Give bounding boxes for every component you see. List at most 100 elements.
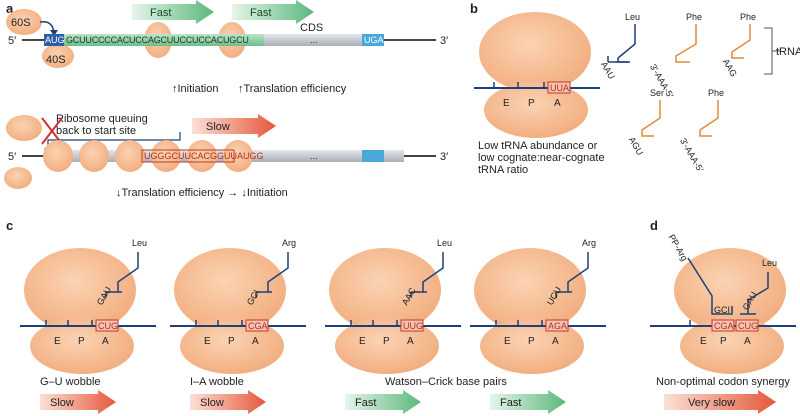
trna-b-ser-anticodon: AGU	[627, 135, 645, 157]
caption-b-1: Low tRNA abundance or	[478, 140, 598, 152]
codon-box-b	[547, 81, 571, 94]
site-c-a: A	[552, 336, 559, 347]
site-a-b: A	[554, 98, 561, 109]
codon-d-a: CUG	[738, 321, 758, 331]
ribosome-60s	[6, 9, 42, 35]
trna-b-phe-3: Phe 3′-AAA-5′	[678, 88, 724, 174]
panel-b: b UUA E P A Low tRNA abundance or low co…	[470, 1, 800, 176]
speed-arrow-c	[190, 390, 266, 414]
fast-arrow-2: Fast	[232, 0, 314, 24]
trna-c	[105, 252, 139, 298]
cross-mark-2	[41, 117, 63, 145]
ribosome-c-large	[24, 248, 136, 332]
panel-d: d CGA CUG E P A GCI PP-Arg Leu GAU Non-o…	[650, 218, 796, 414]
codon-box-c	[95, 319, 119, 332]
trna-c-aa: Arg	[582, 238, 596, 248]
trna-b-phe3-aa: Phe	[708, 88, 724, 98]
ribosome-queue-6	[223, 140, 253, 172]
trna-b-phe3-anticodon: 3′-AAA-5′	[678, 136, 706, 174]
cds-box-top	[264, 34, 362, 46]
site-c-e: E	[359, 336, 366, 347]
site-c-p: P	[383, 336, 390, 347]
sequence-bottom: UGGGCUUCACGGUUAUGG	[144, 151, 264, 161]
codon-d-p: CGA	[714, 321, 734, 331]
caption-d: Non-optimal codon synergy	[656, 376, 790, 388]
caption-b-3: tRNA ratio	[478, 164, 528, 176]
cds-label: CDS	[300, 22, 323, 34]
speed-arrow-c	[40, 390, 116, 414]
label-60s: 60S	[11, 17, 31, 29]
start-codon-box	[44, 34, 64, 46]
caption-c: Watson–Crick base pairs	[385, 376, 507, 388]
ribosome-queue-4	[151, 140, 181, 172]
ribosome-c-small	[480, 318, 584, 374]
three-prime-bottom: 3′	[440, 151, 448, 163]
site-p-d: P	[720, 336, 727, 347]
site-p-b: P	[528, 98, 535, 109]
trna-b-leu: Leu AAU	[599, 12, 640, 81]
optimal-region	[64, 34, 264, 46]
ribosome-40s	[42, 44, 74, 68]
codon-d-a-box	[735, 319, 759, 332]
slow-region-box	[141, 149, 235, 163]
ribosome-queue-3	[115, 140, 145, 172]
ellipsis-bottom: ...	[310, 151, 318, 161]
ribosome-b-large	[479, 12, 591, 92]
ribosome-c-small	[180, 318, 284, 374]
codon-c: CUG	[98, 321, 118, 331]
trna-b-ser: Ser AGU	[627, 88, 664, 157]
queue-label-2: back to start site	[56, 125, 136, 137]
site-e-d: E	[700, 336, 707, 347]
site-c-p: P	[528, 336, 535, 347]
fast-label-1: Fast	[150, 7, 171, 19]
ribosome-d-large	[674, 248, 786, 332]
panel-label-d: d	[650, 218, 658, 233]
trna-d-leu	[747, 272, 769, 314]
codon-c: CGA	[248, 321, 268, 331]
site-c-e: E	[54, 336, 61, 347]
trna-c	[410, 252, 444, 298]
trna-c	[555, 252, 589, 298]
start-codon: AUG	[45, 35, 65, 45]
ribosome-c-large	[329, 248, 441, 332]
pp-arg-label: PP-Arg	[667, 233, 690, 263]
codon-box-c	[245, 319, 269, 332]
sequence-top: GCUUCCCCACUCCAGCUUCCUCCACUGCU	[66, 35, 249, 45]
ribosome-c-small	[30, 318, 134, 374]
stop-codon: UGA	[364, 35, 384, 45]
slow-label-a: Slow	[206, 121, 230, 133]
codon-c: AGA	[548, 321, 567, 331]
codon-box-c	[545, 319, 569, 332]
site-e-b: E	[503, 98, 510, 109]
site-c-p: P	[78, 336, 85, 347]
trna-label: tRNA	[776, 46, 800, 58]
codon-b: UUA	[550, 83, 569, 93]
speed-label-c: Slow	[200, 397, 224, 409]
codon-box-c	[400, 319, 424, 332]
panel-label-c: c	[6, 218, 13, 233]
slow-arrow-a: Slow	[192, 114, 276, 138]
caption-a-bottom: ↓Translation efficiency → ↓Initiation	[116, 187, 288, 199]
stop-box-bottom	[362, 150, 384, 162]
five-prime-top: 5′	[8, 35, 16, 47]
trna-c-aa: Leu	[132, 238, 147, 248]
site-c-e: E	[204, 336, 211, 347]
very-slow-arrow: Very slow	[664, 390, 776, 414]
very-slow-label: Very slow	[688, 397, 735, 409]
speed-arrow-c	[490, 390, 566, 414]
caption-b-2: low cognate:near-cognate	[478, 152, 605, 164]
trna-c	[255, 252, 289, 298]
ribosome-c-small	[335, 318, 439, 374]
three-prime-top: 3′	[440, 35, 448, 47]
speed-arrow-c	[345, 390, 421, 414]
ribosome-queue-5	[187, 140, 217, 172]
trna-b-phe-2: Phe AAG	[721, 12, 756, 79]
panel-label-a: a	[6, 1, 14, 16]
leu-d-label: Leu	[762, 258, 777, 268]
